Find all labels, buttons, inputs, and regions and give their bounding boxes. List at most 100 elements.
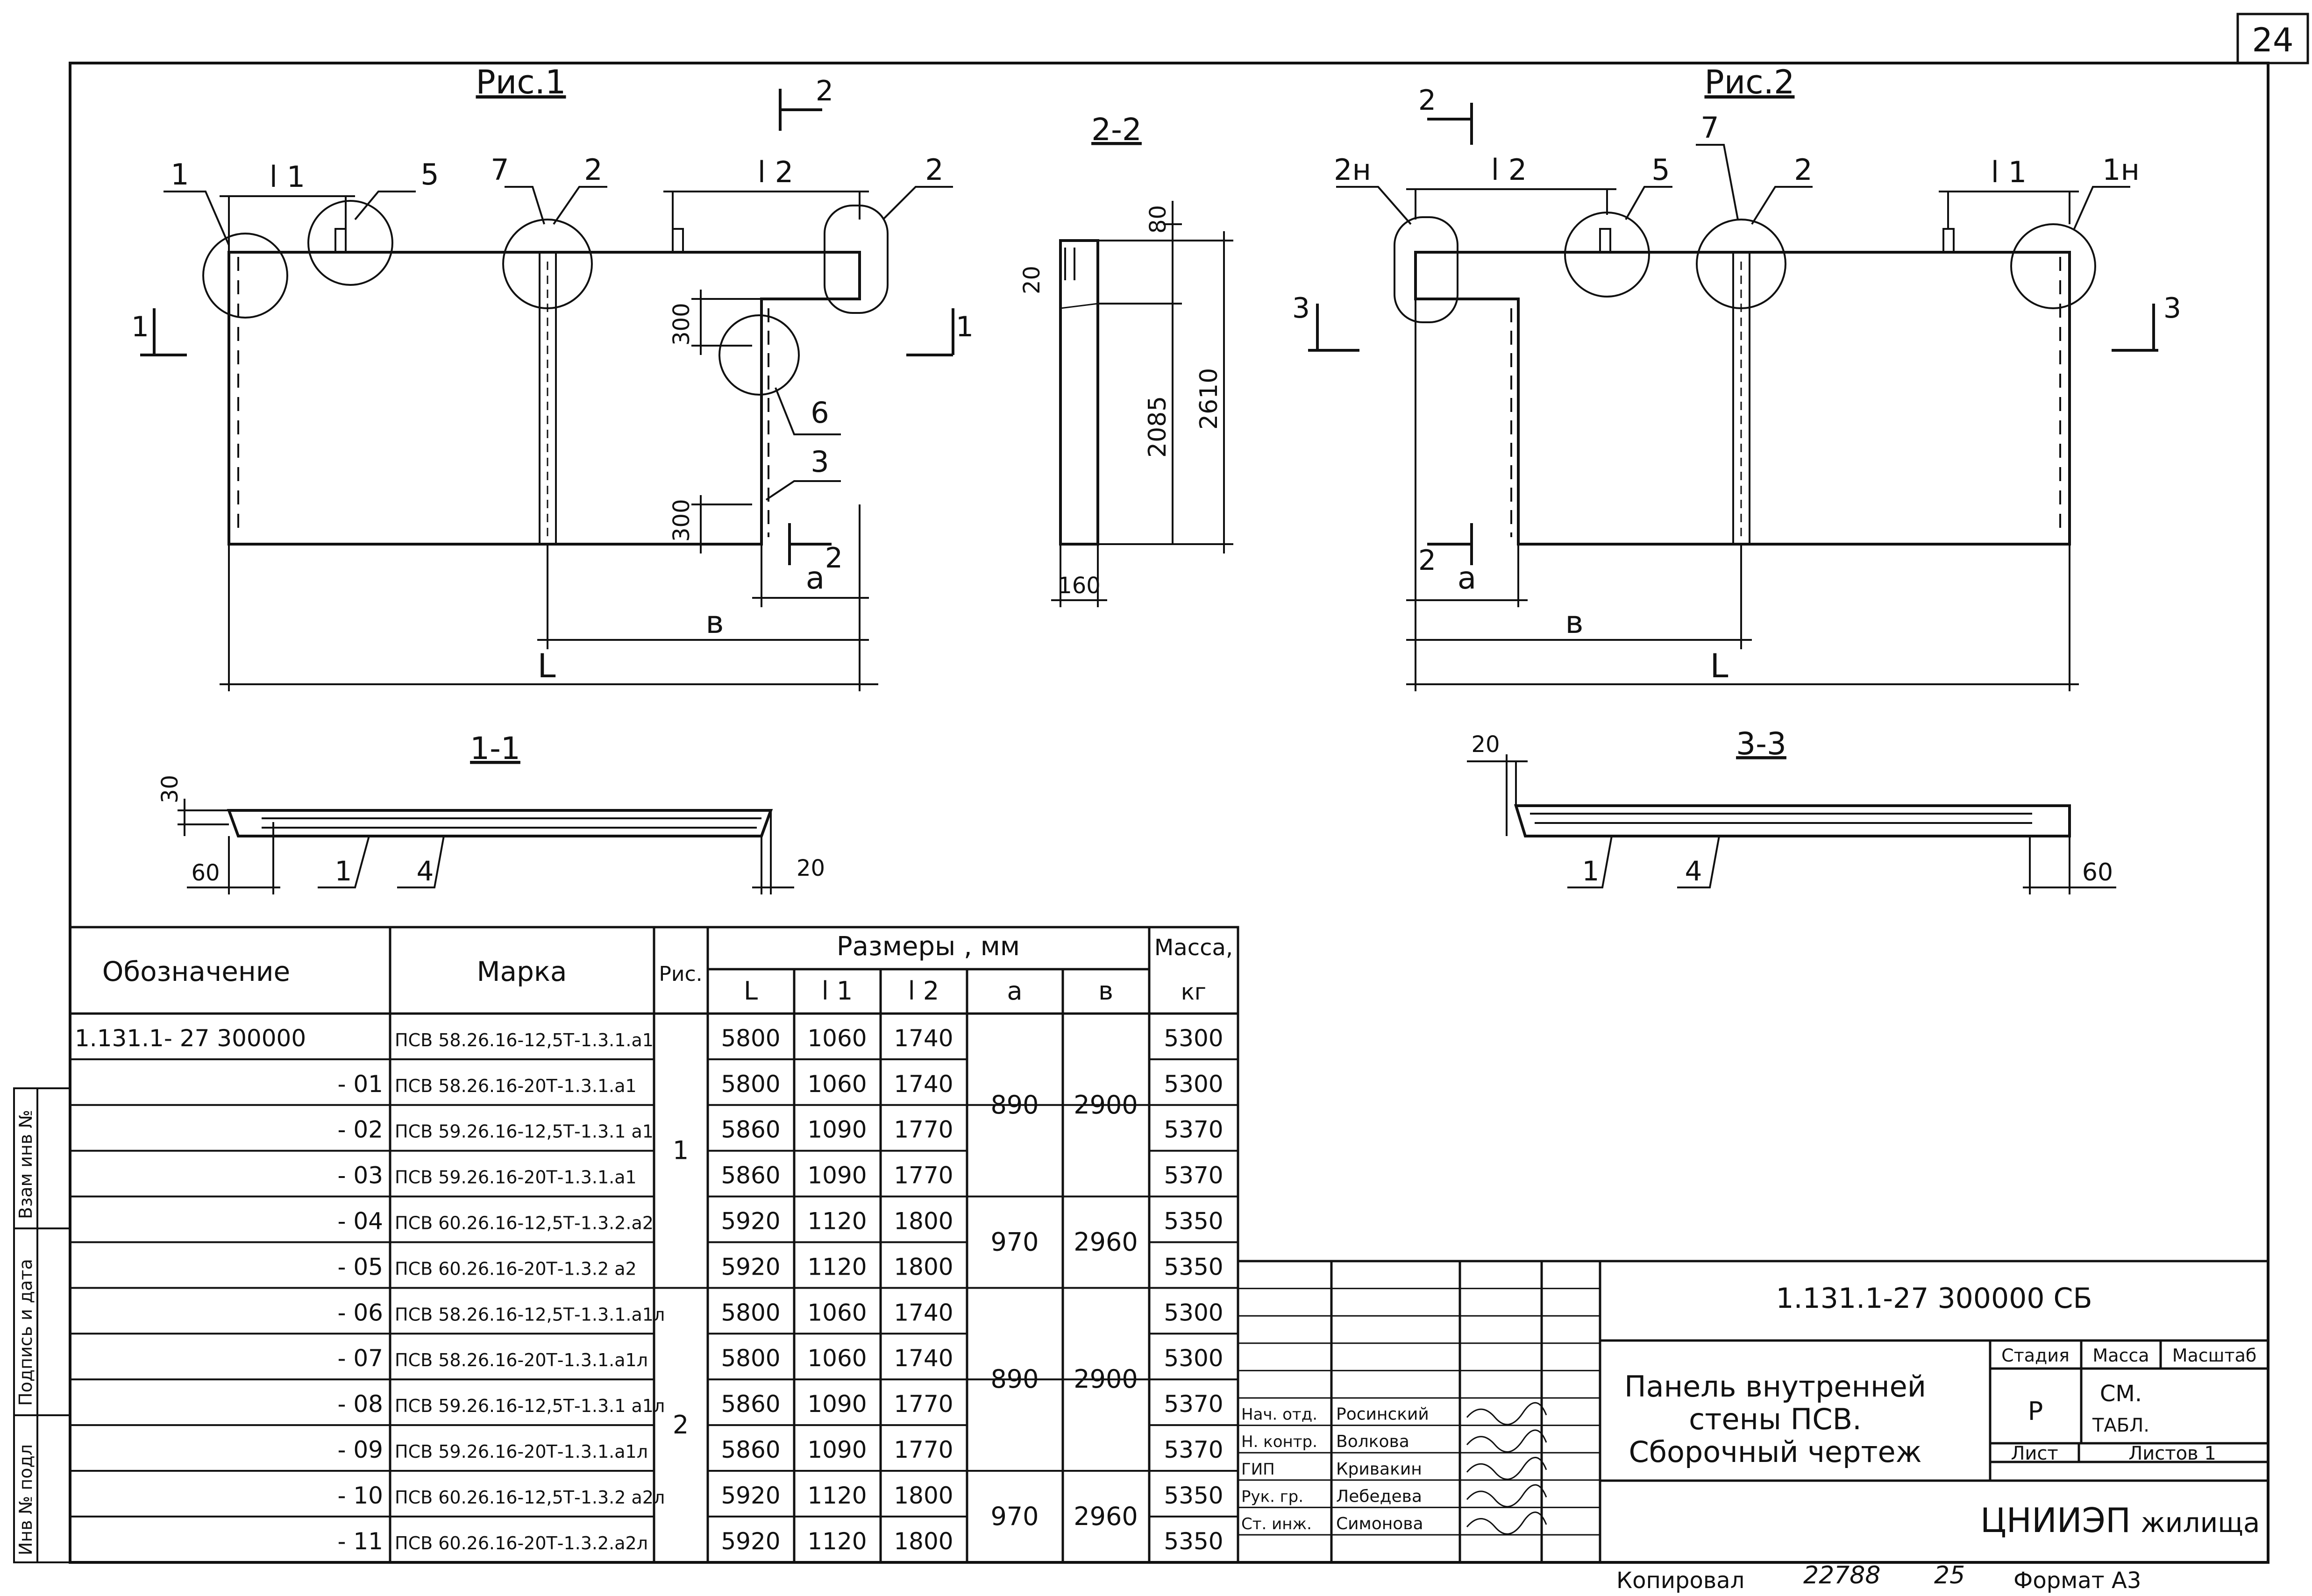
fig2-section-mark-2-bottom: 2 — [1418, 544, 1436, 577]
sec22-dim-2610: 2610 — [1195, 368, 1223, 430]
specification-table: Обозначение Марка Рис. Размеры , мм L l … — [69, 926, 1239, 1564]
cell-L: 5920 — [721, 1482, 780, 1509]
col-sizes-header: Размеры , мм — [837, 931, 1020, 962]
cell-l2: 1770 — [894, 1436, 953, 1463]
sec22-dim-2085: 2085 — [1144, 396, 1172, 458]
role-title: Нач. отд. — [1241, 1405, 1317, 1424]
fig1-dim-l1: l 1 — [270, 160, 305, 194]
signature-scribble — [1466, 1511, 1547, 1535]
signature-scribble — [1466, 1457, 1547, 1480]
cell-mass: 5300 — [1164, 1025, 1223, 1052]
section-2-2: 2-2 80 20 2085 2610 160 — [1019, 112, 1233, 607]
cell-l2: 1800 — [894, 1253, 953, 1280]
cell-mark: ПСВ 58.26.16-20Т-1.3.1.a1 — [395, 1076, 637, 1096]
sec22-dim-80: 80 — [1145, 205, 1171, 234]
cell-mass: 5350 — [1164, 1528, 1223, 1555]
fig2-callout-2: 2 — [1794, 153, 1812, 187]
cell-l1: 1060 — [807, 1071, 867, 1098]
sheet-label: Лист — [2011, 1443, 2058, 1464]
doc-title-line-1: Панель внутренней — [1624, 1369, 1926, 1404]
doc-title-line-2: стены ПСВ. — [1689, 1402, 1862, 1436]
cell-mark: ПСВ 60.26.16-20Т-1.3.2 a2 — [395, 1258, 637, 1279]
role-name: Лебедева — [1336, 1487, 1422, 1506]
sec33-dim-60: 60 — [2082, 858, 2113, 887]
fig1-dim-a: a — [806, 560, 825, 596]
signature-scribble — [1466, 1402, 1547, 1426]
col-l2-header: l 2 — [908, 976, 939, 1006]
role-row: Нач. отд.Росинский — [1241, 1402, 1547, 1426]
fig2-dim-a: a — [1458, 560, 1476, 596]
role-row: Ст. инж.Симонова — [1241, 1511, 1547, 1535]
cell-designation: - 06 — [337, 1299, 383, 1326]
cell-a-merged: 890 — [990, 1090, 1039, 1120]
fig2-dim-l1: l 1 — [1991, 155, 2027, 189]
cell-fig-merged: 2 — [673, 1410, 689, 1440]
sheets-label: Листов 1 — [2128, 1443, 2216, 1464]
cell-b-merged: 2960 — [1074, 1502, 1138, 1531]
cell-L: 5920 — [721, 1528, 780, 1555]
cell-l2: 1770 — [894, 1116, 953, 1143]
fig2-section-mark-2-top: 2 — [1418, 84, 1436, 117]
cell-mark: ПСВ 60.26.16-12,5Т-1.3.2 a2л — [395, 1487, 665, 1508]
cell-designation: - 04 — [337, 1208, 383, 1235]
doc-title-line-3: Сборочный чертеж — [1629, 1435, 1921, 1469]
cell-mark: ПСВ 59.26.16-20Т-1.3.1.a1 — [395, 1167, 637, 1188]
title-block: 1.131.1-27 300000 СБ Панель внутренней с… — [1237, 1260, 2269, 1564]
fig2-callout-7: 7 — [1700, 111, 1719, 145]
side-strip-replace-label: Взам инв № — [15, 1110, 36, 1219]
cell-l1: 1090 — [807, 1436, 867, 1463]
cell-mass: 5370 — [1164, 1436, 1223, 1463]
cell-l1: 1090 — [807, 1162, 867, 1189]
mass-value-1: СМ. — [2100, 1381, 2142, 1407]
cell-mark: ПСВ 58.26.16-12,5Т-1.3.1.a1л — [395, 1304, 665, 1325]
cell-L: 5800 — [721, 1071, 780, 1098]
cell-designation: - 09 — [337, 1436, 383, 1463]
fig1-title: Рис.1 — [476, 63, 566, 101]
doc-code: 1.131.1-27 300000 СБ — [1776, 1282, 2092, 1315]
fig1-section-mark-2-bottom: 2 — [825, 542, 843, 575]
mass-label: Масса — [2092, 1345, 2149, 1366]
cell-mass: 5350 — [1164, 1253, 1223, 1280]
fig1-callout-3: 3 — [811, 445, 829, 479]
cell-mass: 5300 — [1164, 1299, 1223, 1326]
cell-b-merged: 2900 — [1074, 1090, 1138, 1120]
fig1-section-mark-1-right: 1 — [956, 311, 974, 343]
cell-l1: 1120 — [807, 1528, 867, 1555]
role-name: Кривакин — [1336, 1460, 1422, 1479]
fig2-callout-1n: 1н — [2102, 153, 2140, 187]
sec11-dim-20: 20 — [797, 855, 825, 881]
cell-mark: ПСВ 60.26.16-20Т-1.3.2.a2л — [395, 1533, 648, 1553]
fig2-dim-L: L — [1710, 647, 1729, 685]
fig1-dim-300b: 300 — [669, 499, 695, 542]
cell-L: 5860 — [721, 1162, 780, 1189]
section-3-3: 3-3 20 60 1 4 — [1467, 726, 2116, 894]
cell-b-merged: 2960 — [1074, 1227, 1138, 1257]
sec33-callout-1: 1 — [1582, 855, 1600, 887]
fig1-section-mark-1-left: 1 — [131, 311, 149, 343]
signature-scribble — [1466, 1484, 1547, 1508]
cell-l1: 1060 — [807, 1299, 867, 1326]
cell-l2: 1740 — [894, 1299, 953, 1326]
signature-scribble — [1466, 1429, 1547, 1453]
role-title: Ст. инж. — [1241, 1515, 1312, 1533]
stage-label: Стадия — [2001, 1345, 2070, 1366]
sec22-title: 2-2 — [1091, 112, 1142, 148]
fig2-dim-b: в — [1565, 604, 1584, 640]
cell-designation: - 01 — [337, 1071, 383, 1098]
cell-l2: 1800 — [894, 1528, 953, 1555]
cell-mass: 5350 — [1164, 1482, 1223, 1509]
cell-L: 5860 — [721, 1436, 780, 1463]
footer-order: 22788 — [1803, 1561, 1880, 1589]
role-title: Н. контр. — [1241, 1433, 1317, 1451]
fig1-dim-L: L — [538, 647, 556, 685]
cell-mass: 5300 — [1164, 1071, 1223, 1098]
role-name: Волкова — [1336, 1432, 1409, 1451]
